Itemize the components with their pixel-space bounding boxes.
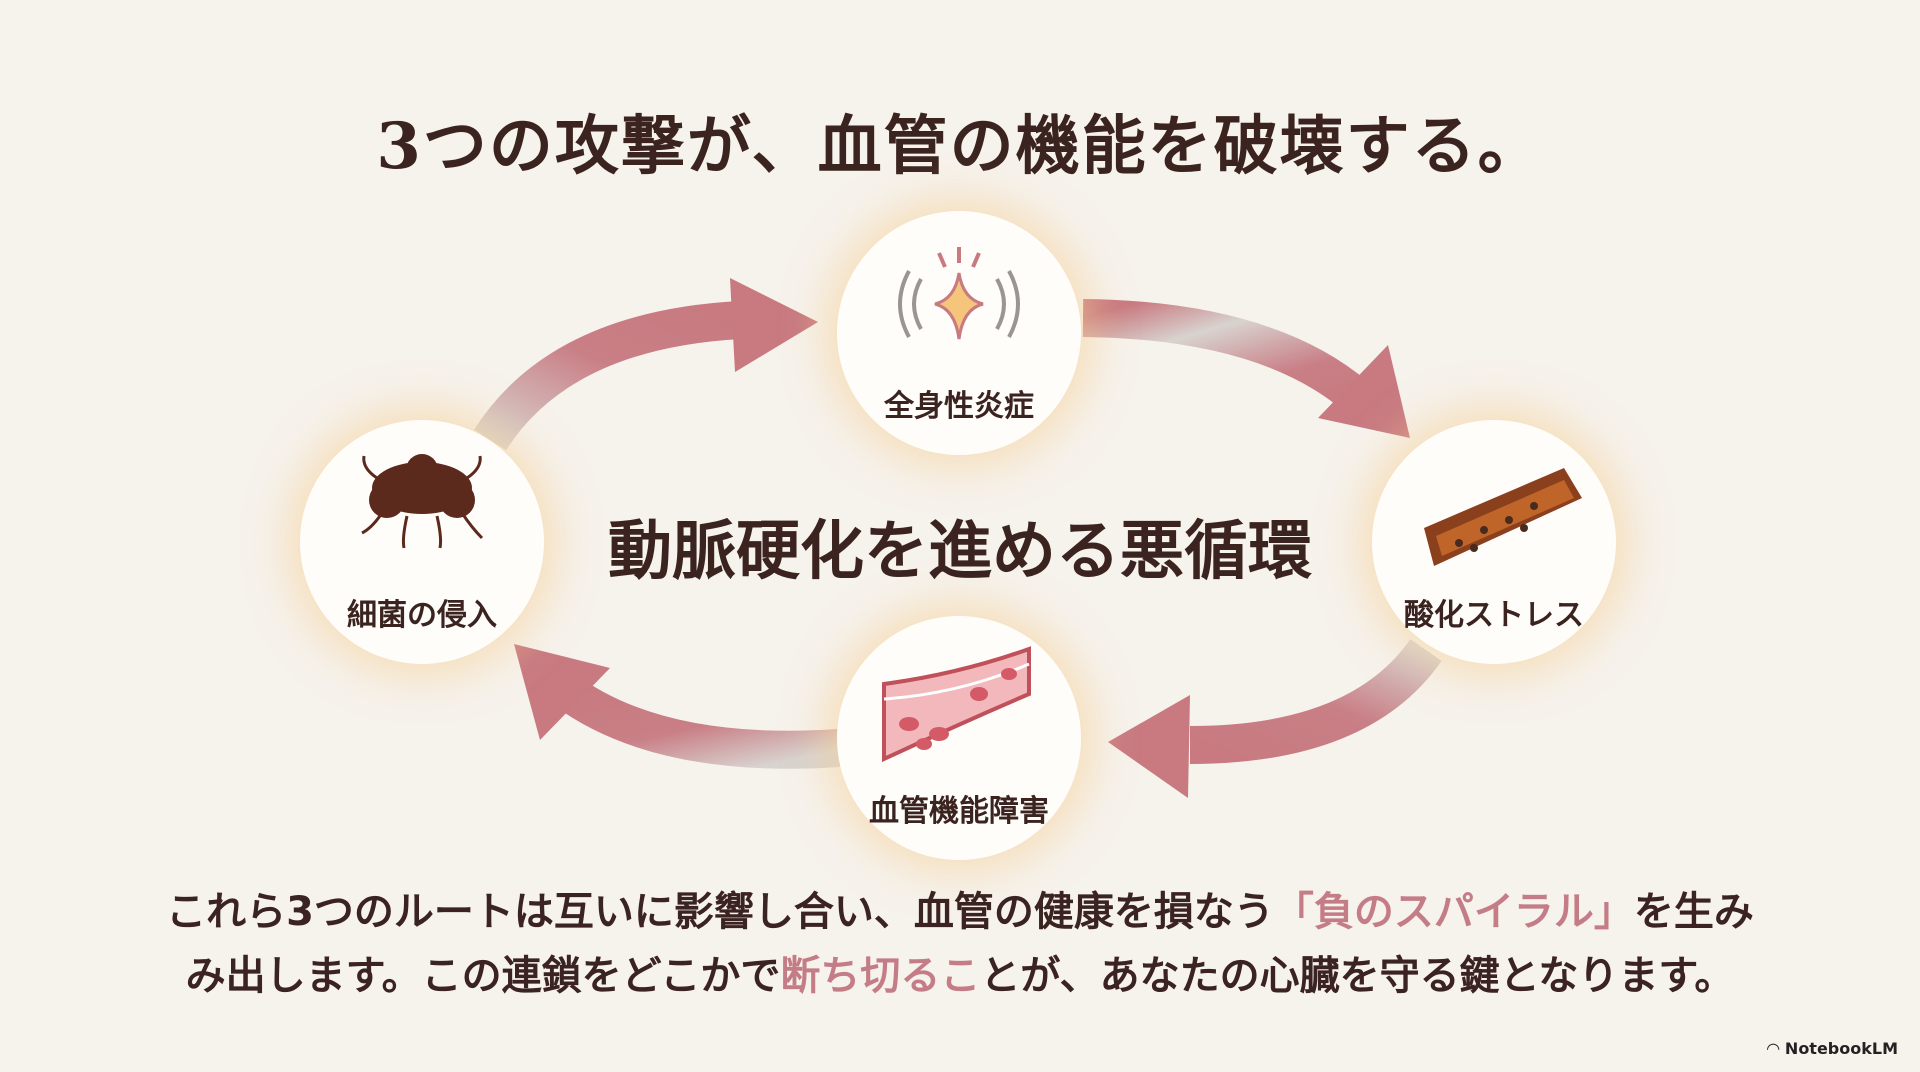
cycle-center-label: 動脈硬化を進める悪循環 (608, 515, 1312, 589)
notebooklm-watermark: ◠ NotebookLM (1767, 1039, 1898, 1058)
inflammation-spark-icon (898, 247, 1020, 340)
oxidized-vessel-icon (1424, 468, 1582, 566)
node-label: 細菌の侵入 (347, 598, 497, 633)
arrow-oxidation-to-dysfunction (1108, 638, 1442, 798)
summary-paragraph: これら3つのルートは互いに影響し合い、血管の健康を損なう「負のスパイラル」を生み… (0, 880, 1920, 1008)
arrow-dysfunction-to-bacteria (514, 644, 841, 769)
summary-line-1: これら3つのルートは互いに影響し合い、血管の健康を損なう「負のスパイラル」を生み (0, 880, 1920, 944)
damaged-blood-vessel-icon (882, 646, 1031, 763)
bacteria-cluster-icon (361, 454, 484, 549)
node-systemic-inflammation: 全身性炎症 (837, 211, 1081, 455)
text: を生み (1633, 889, 1754, 935)
arrow-bacteria-to-inflammation (473, 278, 818, 451)
highlight-break-chain: 断ち切るこ (780, 953, 981, 999)
node-label: 血管機能障害 (869, 794, 1049, 829)
brand-text: NotebookLM (1784, 1039, 1898, 1058)
node-label: 全身性炎症 (884, 389, 1034, 424)
node-label: 酸化ストレス (1404, 598, 1584, 633)
arrow-inflammation-to-oxidation (1082, 299, 1410, 438)
node-vascular-dysfunction: 血管機能障害 (837, 616, 1081, 860)
page-title: 3つの攻撃が、血管の機能を破壊する。 (376, 109, 1544, 184)
node-bacterial-invasion: 細菌の侵入 (300, 420, 544, 664)
node-oxidative-stress: 酸化ストレス (1372, 420, 1616, 664)
highlight-negative-spiral: 「負のスパイラル」 (1273, 889, 1634, 935)
notebooklm-logo-icon: ◠ (1767, 1039, 1785, 1058)
text: これら3つのルートは互いに影響し合い、血管の健康を損なう (166, 889, 1274, 935)
text: み出します。この連鎖をどこかで (185, 953, 781, 999)
text: とが、あなたの心臓を守る鍵となります。 (980, 953, 1735, 999)
summary-line-2: み出します。この連鎖をどこかで断ち切ることが、あなたの心臓を守る鍵となります。 (0, 944, 1920, 1008)
